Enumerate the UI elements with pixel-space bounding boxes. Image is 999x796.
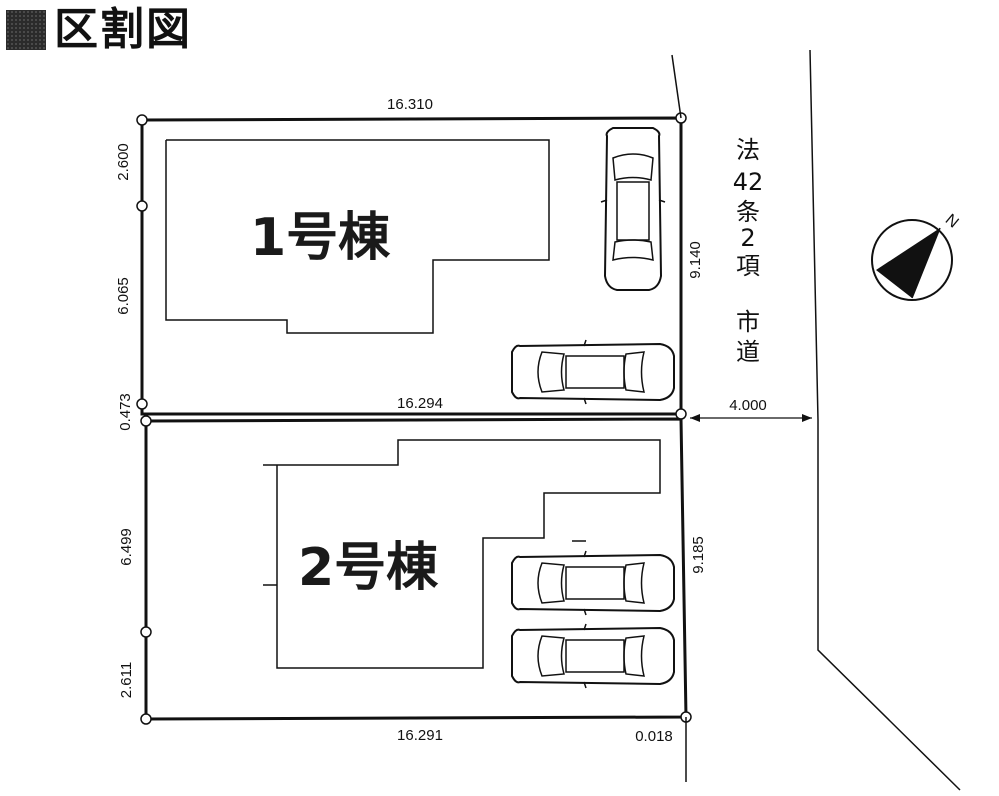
svg-text:条: 条 <box>736 198 760 226</box>
compass-icon: N <box>871 211 962 301</box>
car-icon <box>600 127 666 291</box>
dim-lot2-left-lower: 2.611 <box>118 662 135 698</box>
dim-lot1-right: 9.140 <box>687 241 704 279</box>
road-legal-label: 法 42 条 2 項 <box>733 136 764 280</box>
car-icon <box>511 550 675 616</box>
page-title: 区割図 <box>54 4 192 55</box>
car-icon <box>511 339 675 405</box>
building2-label: 2号棟 <box>298 538 439 598</box>
building1-footprint <box>165 139 550 334</box>
road-type-label: 市 道 <box>736 308 760 366</box>
dim-bottom: 16.291 <box>397 727 443 744</box>
svg-text:42: 42 <box>733 168 764 196</box>
dim-middle: 16.294 <box>397 395 443 412</box>
building1-label: 1号棟 <box>250 208 391 268</box>
road-width-arrow <box>690 414 812 422</box>
car-icon <box>511 623 675 689</box>
svg-text:市: 市 <box>736 308 760 336</box>
road-edges <box>671 49 961 791</box>
building2-footprint <box>263 439 661 669</box>
dim-bottom-right: 0.018 <box>635 728 673 745</box>
dim-road-width: 4.000 <box>729 397 767 414</box>
dim-lot1-left-upper: 2.600 <box>115 143 132 181</box>
dim-gap-left: 0.473 <box>117 393 134 431</box>
svg-text:2: 2 <box>740 224 755 252</box>
svg-text:項: 項 <box>736 252 760 280</box>
title-block: 区割図 <box>6 6 192 54</box>
svg-text:法: 法 <box>736 136 760 164</box>
dim-top: 16.310 <box>387 96 433 113</box>
dim-lot1-left-lower: 6.065 <box>115 277 132 315</box>
dim-lot2-left-upper: 6.499 <box>118 528 135 566</box>
svg-text:道: 道 <box>736 338 760 366</box>
title-square-icon <box>6 10 46 50</box>
dim-lot2-right: 9.185 <box>690 536 707 574</box>
north-label: N <box>942 211 962 231</box>
